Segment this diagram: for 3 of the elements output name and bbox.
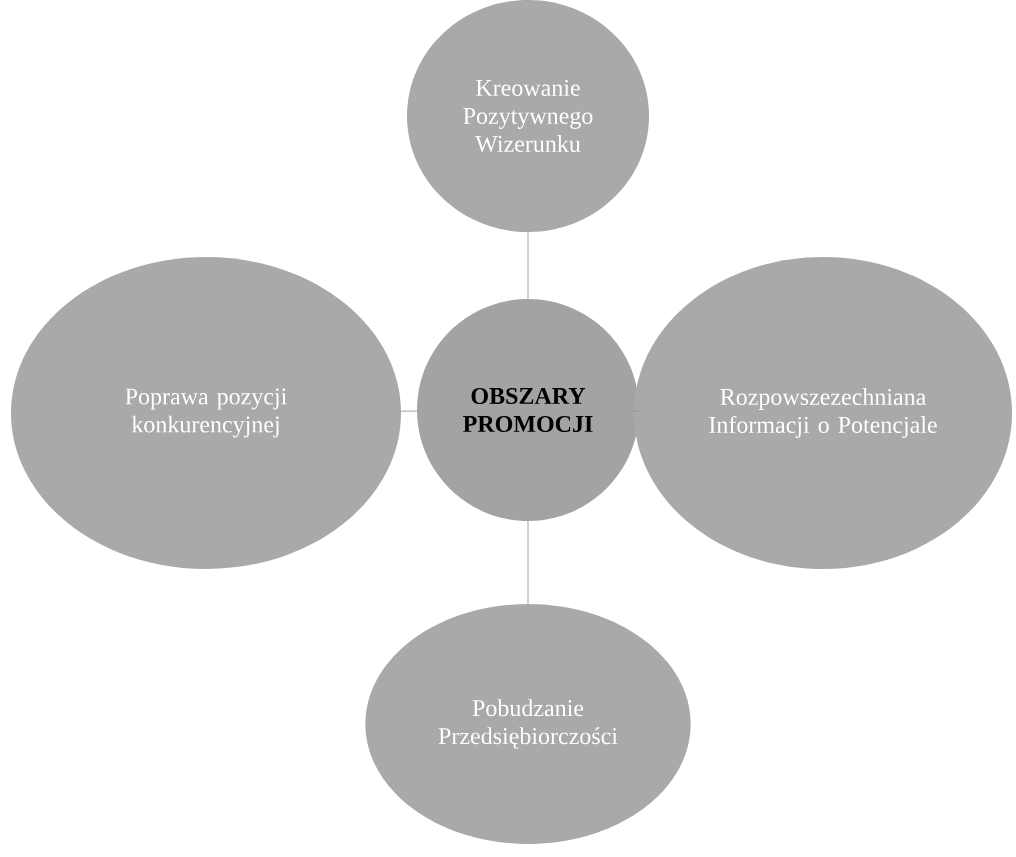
connector-line xyxy=(400,410,418,412)
connector-line xyxy=(527,520,529,605)
connector-line xyxy=(527,231,529,300)
